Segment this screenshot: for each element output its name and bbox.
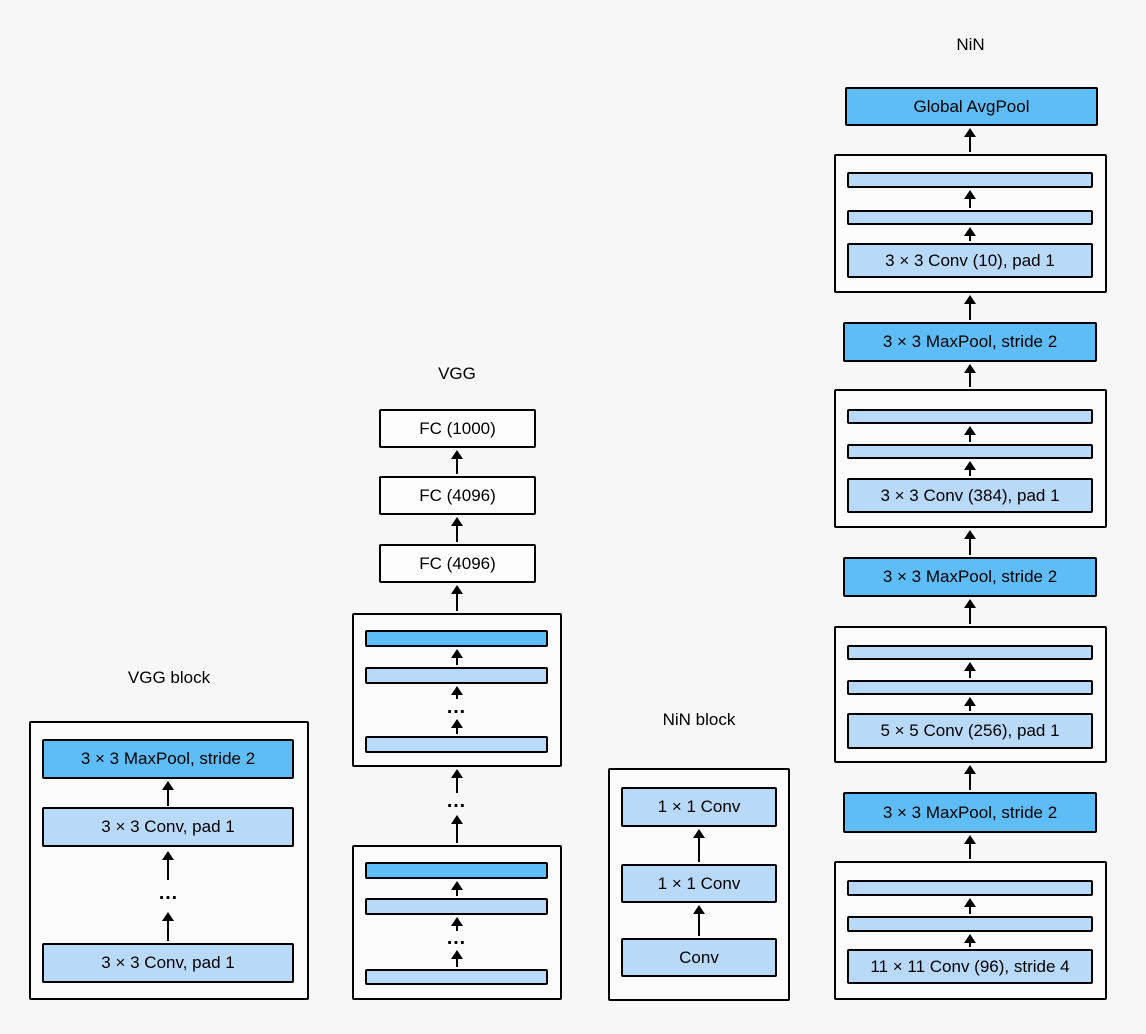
- conv-bar: [365, 969, 548, 985]
- arrow-up-icon: [963, 295, 977, 320]
- conv-box: 1 × 1 Conv: [621, 864, 777, 903]
- arrow-up-icon: [963, 461, 977, 476]
- arrow-up-icon: [161, 912, 175, 941]
- arrow-up-icon: [963, 190, 977, 208]
- conv-bar: [847, 444, 1093, 459]
- conv-box: 11 × 11 Conv (96), stride 4: [847, 949, 1093, 984]
- maxpool-box: 3 × 3 MaxPool, stride 2: [42, 739, 294, 779]
- arrow-up-icon: [450, 881, 464, 896]
- conv-box: 3 × 3 Conv, pad 1: [42, 943, 294, 983]
- nin-block-title: NiN block: [662, 710, 736, 729]
- arrow-up-icon: [450, 815, 464, 843]
- conv-bar: [847, 210, 1093, 225]
- arrow-up-icon: [963, 835, 977, 859]
- ellipsis: …: [446, 696, 468, 718]
- conv-box: 5 × 5 Conv (256), pad 1: [847, 713, 1093, 749]
- fc-box: FC (1000): [379, 409, 536, 448]
- arrow-up-icon: [963, 898, 977, 914]
- pool-bar: [365, 862, 548, 879]
- conv-bar: [847, 880, 1093, 896]
- conv-bar: [847, 680, 1093, 695]
- nin-title: NiN: [956, 35, 985, 54]
- arrow-up-icon: [963, 364, 977, 387]
- conv-box: Conv: [621, 938, 777, 977]
- conv-bar: [847, 645, 1093, 660]
- arrow-up-icon: [450, 950, 464, 967]
- global-avgpool-box: Global AvgPool: [845, 87, 1098, 126]
- conv-box: 1 × 1 Conv: [621, 787, 777, 827]
- arrow-up-icon: [963, 697, 977, 711]
- ellipsis: …: [446, 790, 468, 812]
- maxpool-box: 3 × 3 MaxPool, stride 2: [843, 792, 1097, 833]
- arrow-up-icon: [963, 530, 977, 555]
- arrow-up-icon: [450, 517, 464, 542]
- arrow-up-icon: [963, 765, 977, 790]
- arrow-up-icon: [161, 851, 175, 880]
- conv-box: 3 × 3 Conv, pad 1: [42, 807, 294, 847]
- arrow-up-icon: [161, 781, 175, 806]
- conv-bar: [847, 172, 1093, 188]
- arrow-up-icon: [450, 450, 464, 474]
- conv-bar: [847, 409, 1093, 424]
- arrow-up-icon: [450, 585, 464, 611]
- conv-bar: [365, 736, 548, 753]
- arrow-up-icon: [692, 905, 706, 936]
- vgg-title: VGG: [438, 364, 476, 383]
- conv-bar: [365, 898, 548, 915]
- arrow-up-icon: [692, 829, 706, 862]
- maxpool-box: 3 × 3 MaxPool, stride 2: [843, 557, 1097, 597]
- arrow-up-icon: [963, 662, 977, 678]
- pool-bar: [365, 630, 548, 647]
- arrow-up-icon: [963, 599, 977, 624]
- arrow-up-icon: [450, 719, 464, 734]
- conv-bar: [365, 667, 548, 684]
- ellipsis: …: [158, 882, 180, 904]
- fc-box: FC (4096): [379, 476, 536, 515]
- arrow-up-icon: [450, 649, 464, 665]
- fc-box: FC (4096): [379, 544, 536, 583]
- ellipsis: …: [446, 927, 468, 949]
- arrow-up-icon: [963, 934, 977, 947]
- vgg-block-title: VGG block: [127, 668, 211, 687]
- arrow-up-icon: [963, 128, 977, 152]
- conv-bar: [847, 916, 1093, 932]
- conv-box: 3 × 3 Conv (384), pad 1: [847, 478, 1093, 513]
- arrow-up-icon: [963, 227, 977, 241]
- arrow-up-icon: [963, 426, 977, 442]
- conv-box: 3 × 3 Conv (10), pad 1: [847, 243, 1093, 278]
- maxpool-box: 3 × 3 MaxPool, stride 2: [843, 322, 1097, 362]
